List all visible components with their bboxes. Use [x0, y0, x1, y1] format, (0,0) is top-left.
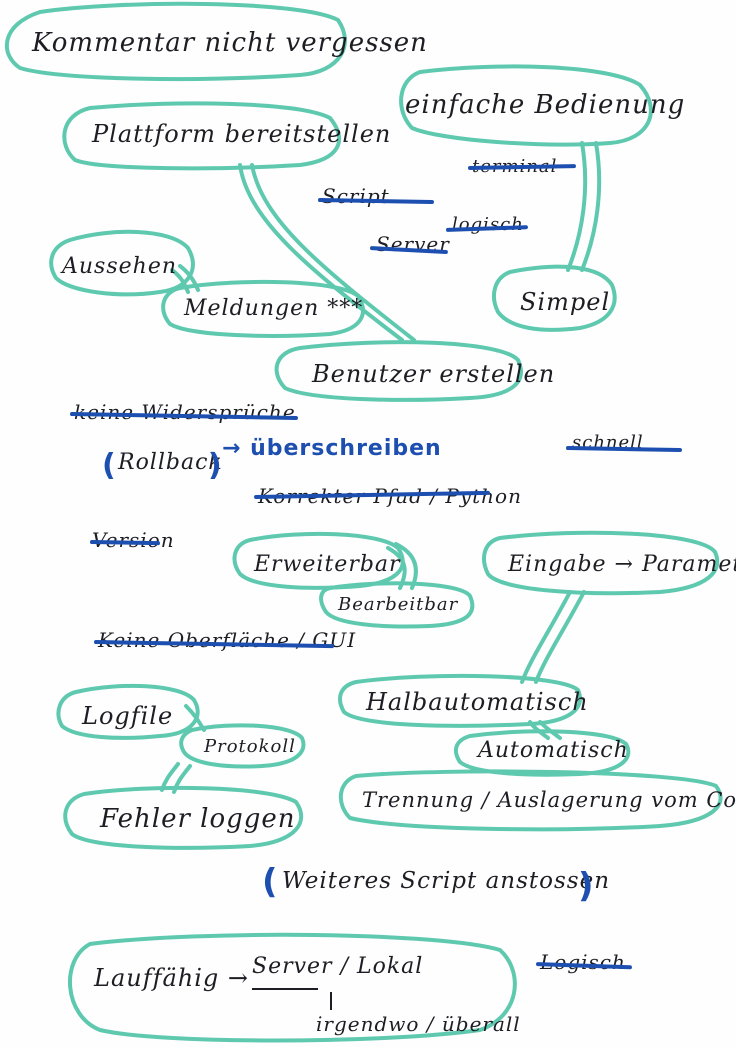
- note-weiteres: Weiteres Script anstossen: [282, 868, 611, 894]
- bubble-fehler: [63, 785, 304, 850]
- paren-open-rollback: (: [102, 448, 116, 483]
- note-bearbeitbar: Bearbeitbar: [338, 594, 459, 615]
- bubble-bedienung: [399, 64, 653, 147]
- bubble-meldungen: [161, 279, 365, 338]
- bubble-bearbeitbar: [319, 581, 475, 629]
- note-erweiterbar: Erweiterbar: [254, 552, 401, 577]
- note-rollback: Rollback: [118, 450, 223, 475]
- note-lauffaehig: Lauffähig →: [94, 964, 250, 992]
- paren-close-rollback: ): [208, 448, 222, 483]
- paren-open-weiteres: (: [262, 862, 278, 902]
- note-simpel: Simpel: [520, 288, 611, 316]
- note-logfile: Logfile: [82, 702, 174, 730]
- note-irgendwo: irgendwo / überall: [316, 1012, 521, 1036]
- note-halbautomatisch: Halbautomatisch: [366, 688, 589, 716]
- paren-close-weiteres: ): [578, 866, 594, 906]
- bubble-aussehen: [49, 229, 195, 297]
- note-automatisch: Automatisch: [478, 738, 629, 763]
- bubble-lauffaehig: [68, 932, 517, 1043]
- bubble-trennung: [339, 769, 723, 832]
- note-bedienung: einfache Bedienung: [405, 90, 686, 120]
- connector-tick: [330, 992, 332, 1010]
- bubble-eingabe: [482, 530, 720, 596]
- note-meldungen: Meldungen ***: [184, 296, 364, 321]
- bubble-plattform: [62, 101, 342, 171]
- bubble-benutzer: [274, 340, 523, 402]
- note-ueberschreiben: → überschreiben: [222, 436, 442, 461]
- note-fehler: Fehler loggen: [100, 804, 296, 834]
- note-plattform: Plattform bereitstellen: [92, 120, 392, 148]
- note-protokoll: Protokoll: [204, 736, 296, 757]
- note-trennung: Trennung / Auslagerung vom Code: [362, 788, 736, 812]
- underline-server: [252, 988, 318, 990]
- bubble-simpel: [492, 264, 617, 332]
- note-kommentar: Kommentar nicht vergessen: [32, 28, 428, 58]
- note-benutzer: Benutzer erstellen: [312, 360, 556, 388]
- bubble-logfile: [56, 683, 200, 740]
- bubble-kommentar: [4, 1, 347, 82]
- note-aussehen: Aussehen: [62, 254, 178, 279]
- note-eingabe: Eingabe → Parameter: [508, 552, 736, 577]
- note-server-lokal: Server / Lokal: [252, 954, 424, 979]
- bubble-protokoll: [179, 723, 306, 769]
